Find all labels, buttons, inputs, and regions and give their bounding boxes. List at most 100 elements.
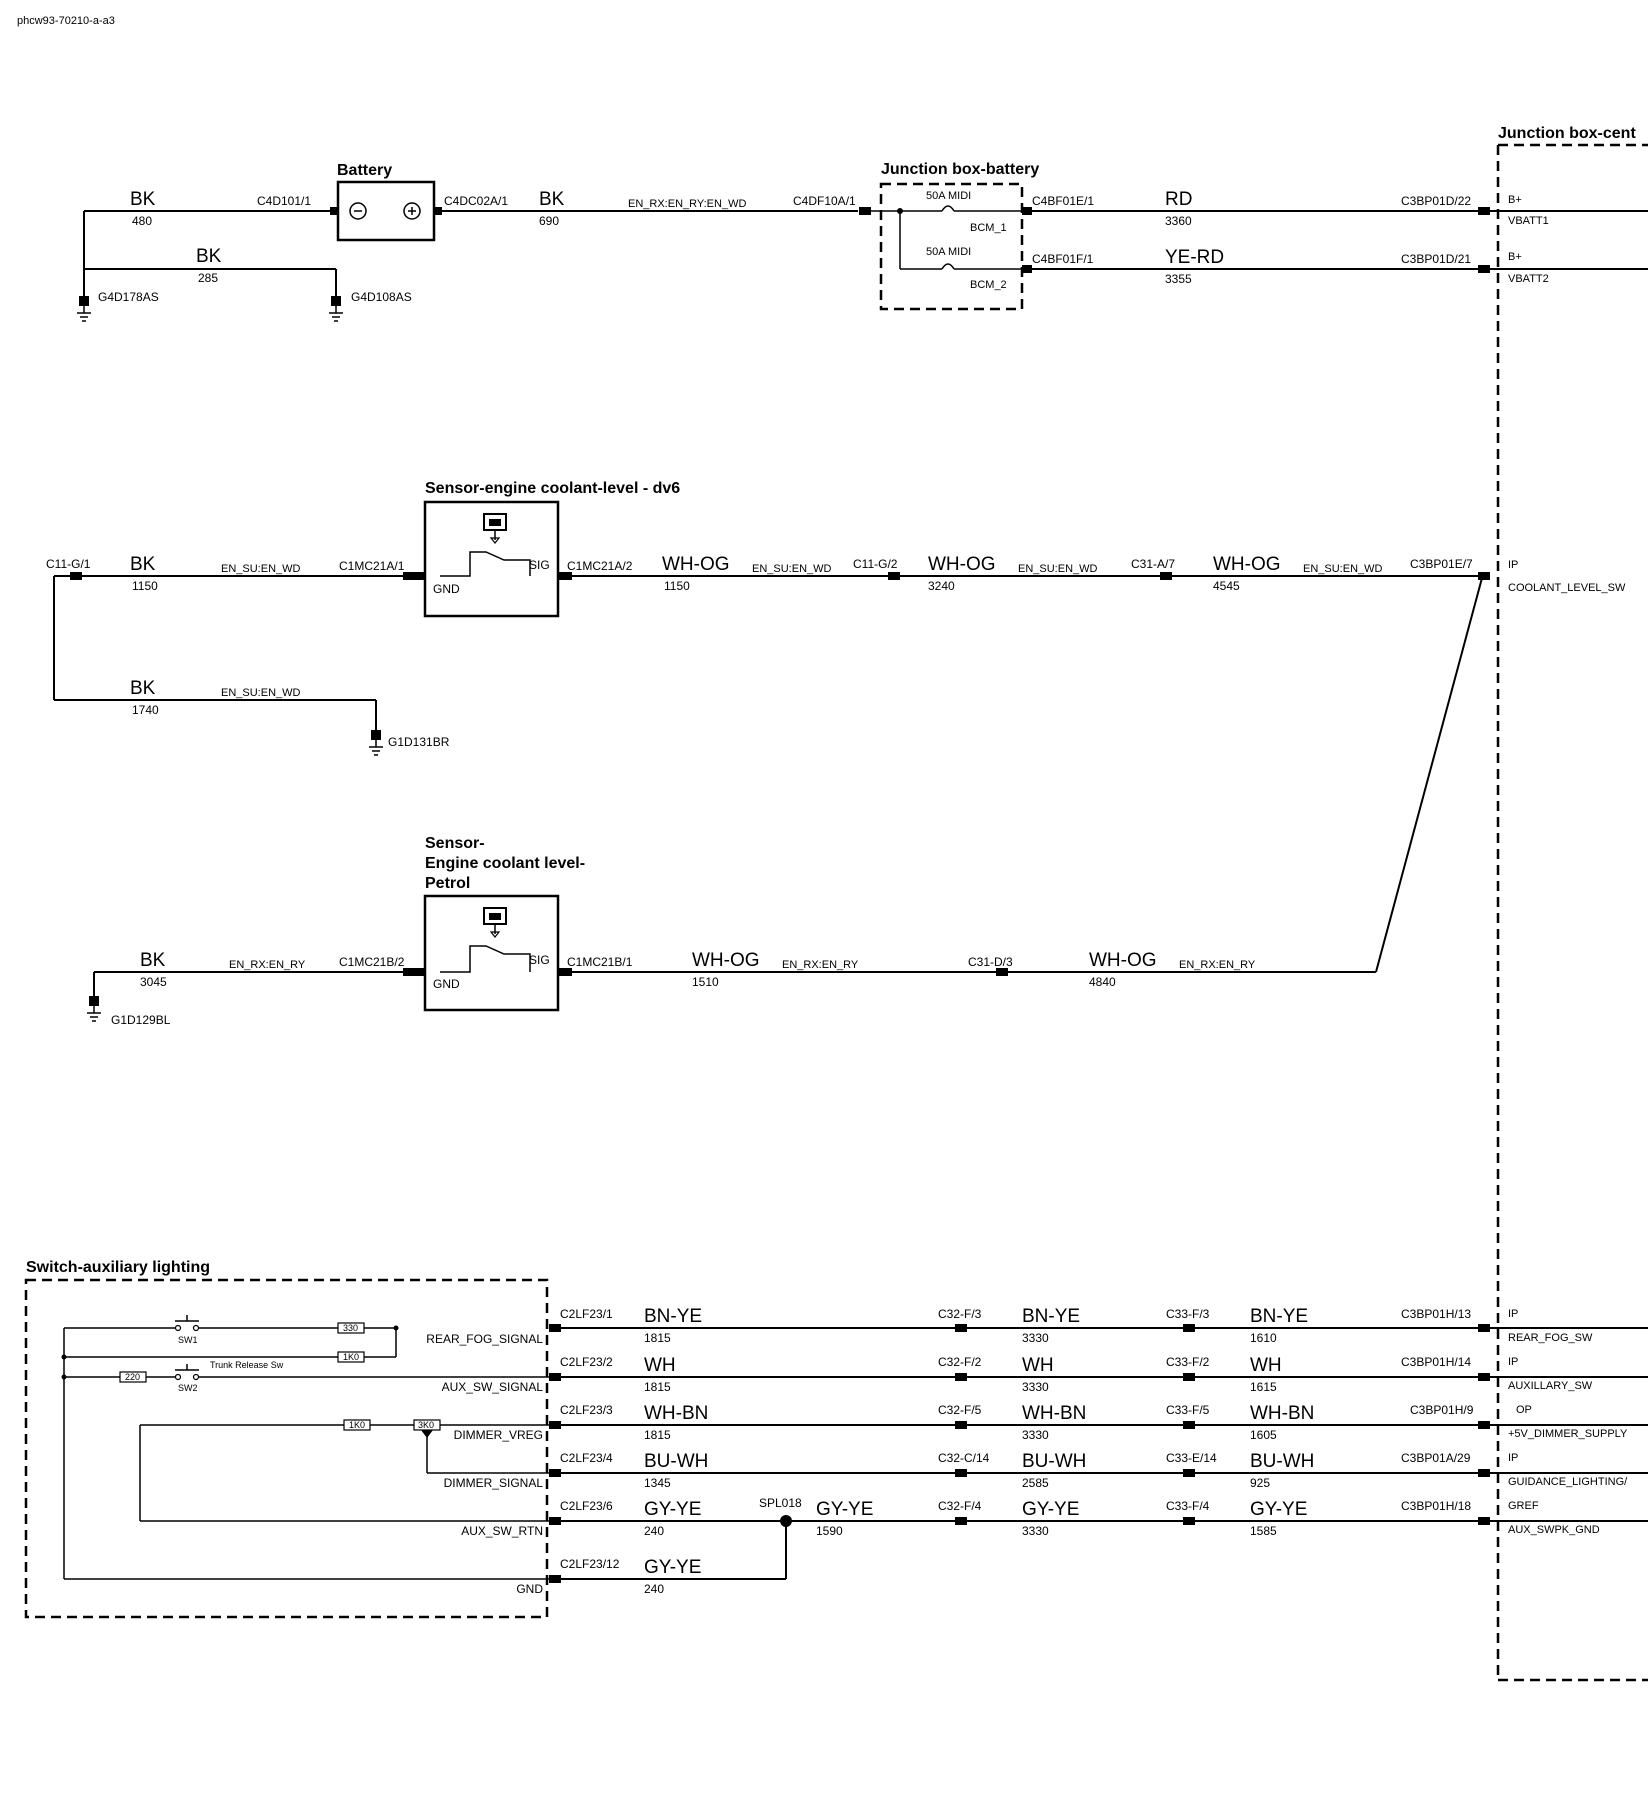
pin-type: IP [1508,1356,1518,1368]
ground-label: G4D178AS [98,290,159,304]
wire-number: 1150 [132,579,158,593]
wire-color-label: WH [1022,1355,1054,1376]
wire-color-label: WH-OG [928,554,996,575]
ground-icon [329,296,343,322]
level-switch-icon [440,907,531,973]
sensor-petrol-title: Engine coolant level- [425,855,585,872]
wire-color-label: WH-OG [692,950,760,971]
ground-label: G4D108AS [351,290,412,304]
wire-number: 240 [644,1582,664,1596]
connector-label: C33-F/5 [1166,1403,1210,1417]
connector-label: C11-G/2 [853,557,898,571]
bcm-label: BCM_2 [970,279,1007,291]
connector-label: C4BF01F/1 [1032,252,1094,266]
wire-number: 3045 [140,975,167,989]
switch-aux-box [24,1278,549,1619]
connector-label: C32-F/5 [938,1403,982,1417]
harness-label: EN_SU:EN_WD [1303,563,1383,575]
splice-icon [780,1515,792,1527]
wire-color-label: GY-YE [816,1499,873,1520]
connector-label: C3BP01H/18 [1401,1499,1471,1513]
connector-label: C32-F/4 [938,1499,982,1513]
switch-icon [174,1315,200,1332]
sensor-dv6-box [423,500,560,618]
connector-label: C32-F/3 [938,1307,982,1321]
harness-label: EN_RX:EN_RY [782,959,859,971]
switch-aux-title: Switch-auxiliary lighting [26,1259,210,1276]
petrol-sensor-section: Sensor- Engine coolant level- Petrol GND… [87,577,1483,1027]
harness-label: EN_RX:EN_RY [229,959,306,971]
wire-color-label: WH-OG [1089,950,1157,971]
wiper-arrow-icon [421,1430,433,1438]
connector-label: C1MC21B/2 [339,955,405,969]
wire-number: 4545 [1213,579,1240,593]
pin-name: REAR_FOG_SW [1508,1332,1593,1344]
bcm-label: BCM_1 [970,222,1007,234]
pin-label: GND [433,582,460,596]
wire-number: 1590 [816,1524,843,1538]
connector-label: C2LF23/2 [560,1355,613,1369]
resistor-icon [337,1351,365,1363]
wire-number: 3330 [1022,1380,1049,1394]
connector-label: C33-E/14 [1166,1451,1217,1465]
switch-label: SW2 [178,1383,198,1393]
wire-number: 1740 [132,703,159,717]
ground-label: G1D131BR [388,735,450,749]
wire-color-label: WH-OG [662,554,730,575]
wire-number: 4840 [1089,975,1116,989]
sensor-dv6-title: Sensor-engine coolant-level - dv6 [425,480,680,497]
junction-box-central: Junction box-cent [1496,125,1648,1682]
connector-label: C33-F/3 [1166,1307,1210,1321]
connector-label: C2LF23/12 [560,1557,620,1571]
wire-color-label: YE-RD [1165,247,1224,268]
wire-color-label: BK [539,189,565,210]
pin-type: B+ [1508,194,1522,206]
fuse-icon [941,263,955,270]
wire-number: 2585 [1022,1476,1049,1490]
pin-name: DIMMER_SIGNAL [444,1476,544,1490]
switch-aux-lighting: Switch-auxiliary lighting SW1 330 1K0 22… [24,1259,549,1619]
pin-type: IP [1508,1452,1518,1464]
wire-number: 240 [644,1524,664,1538]
harness-label: EN_SU:EN_WD [221,687,301,699]
wire-number: 3240 [928,579,955,593]
wire-color-label: BN-YE [644,1306,702,1327]
pin-name: REAR_FOG_SIGNAL [426,1332,543,1346]
pin-type: IP [1508,1308,1518,1320]
fuse-icon [941,205,955,212]
wire-color-label: RD [1165,189,1192,210]
connector-label: C3BP01H/13 [1401,1307,1471,1321]
resistor-value: 1K0 [349,1420,365,1430]
connector-label: C4BF01E/1 [1032,194,1094,208]
pin-name: DIMMER_VREG [454,1428,543,1442]
connector-label: C2LF23/4 [560,1451,613,1465]
pin-name: AUXILLARY_SW [1508,1380,1593,1392]
connector-label: C3BP01H/9 [1410,1403,1474,1417]
connector-label: C1MC21B/1 [567,955,633,969]
battery-icon [349,202,421,220]
ground-icon [87,996,101,1022]
wire-number: 1605 [1250,1428,1277,1442]
wire-number: 1510 [692,975,719,989]
harness-label: EN_RX:EN_RY [1179,959,1256,971]
wire-color-label: WH-BN [1022,1403,1086,1424]
ground-icon [369,730,383,756]
harness-label: EN_RX:EN_RY:EN_WD [628,198,746,210]
pin-label: SIG [529,953,550,967]
wire-number: 3330 [1022,1331,1049,1345]
splice-label: SPL018 [759,1496,802,1510]
pin-label: SIG [529,558,550,572]
connector-label: C2LF23/3 [560,1403,613,1417]
wire-number: 1345 [644,1476,671,1490]
jb-central-title: Junction box-cent [1498,125,1636,142]
fuse-label: 50A MIDI [926,190,971,202]
wire-number: 925 [1250,1476,1270,1490]
pin-name: VBATT1 [1508,215,1549,227]
sensor-petrol-title: Petrol [425,875,470,892]
wire-color-label: BK [130,678,156,699]
wire-color-label: BK [196,246,222,267]
wire-number: 1585 [1250,1524,1277,1538]
wire-color-label: BN-YE [1250,1306,1308,1327]
wire-color-label: WH-BN [644,1403,708,1424]
